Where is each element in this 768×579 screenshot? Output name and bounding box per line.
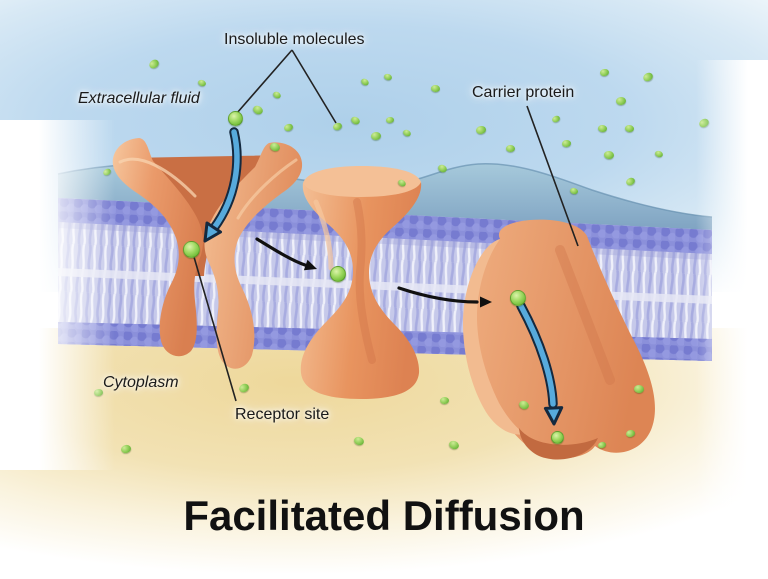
- entry-arrow: [203, 127, 242, 243]
- pointer-line-carrier-protein: [526, 105, 579, 247]
- transfer-arrow-1: [255, 237, 317, 271]
- label-extracellular-fluid: Extracellular fluid: [78, 90, 200, 107]
- label-receptor-site: Receptor site: [235, 406, 330, 423]
- exit-arrow: [516, 301, 564, 426]
- transfer-arrow-2: [397, 286, 492, 308]
- carrier-protein-open-bottom: [463, 219, 655, 460]
- carrier-protein-closed: [300, 166, 422, 399]
- pointer-lines: [193, 49, 579, 402]
- label-cytoplasm: Cytoplasm: [103, 374, 179, 391]
- pointer-line-receptor-site: [193, 256, 237, 402]
- label-carrier-protein: Carrier protein: [472, 84, 575, 101]
- pointer-line-insoluble-right: [291, 49, 337, 124]
- diagram-title: Facilitated Diffusion: [183, 492, 585, 539]
- label-insoluble-molecules: Insoluble molecules: [224, 31, 365, 48]
- pointer-line-insoluble-left: [236, 49, 293, 114]
